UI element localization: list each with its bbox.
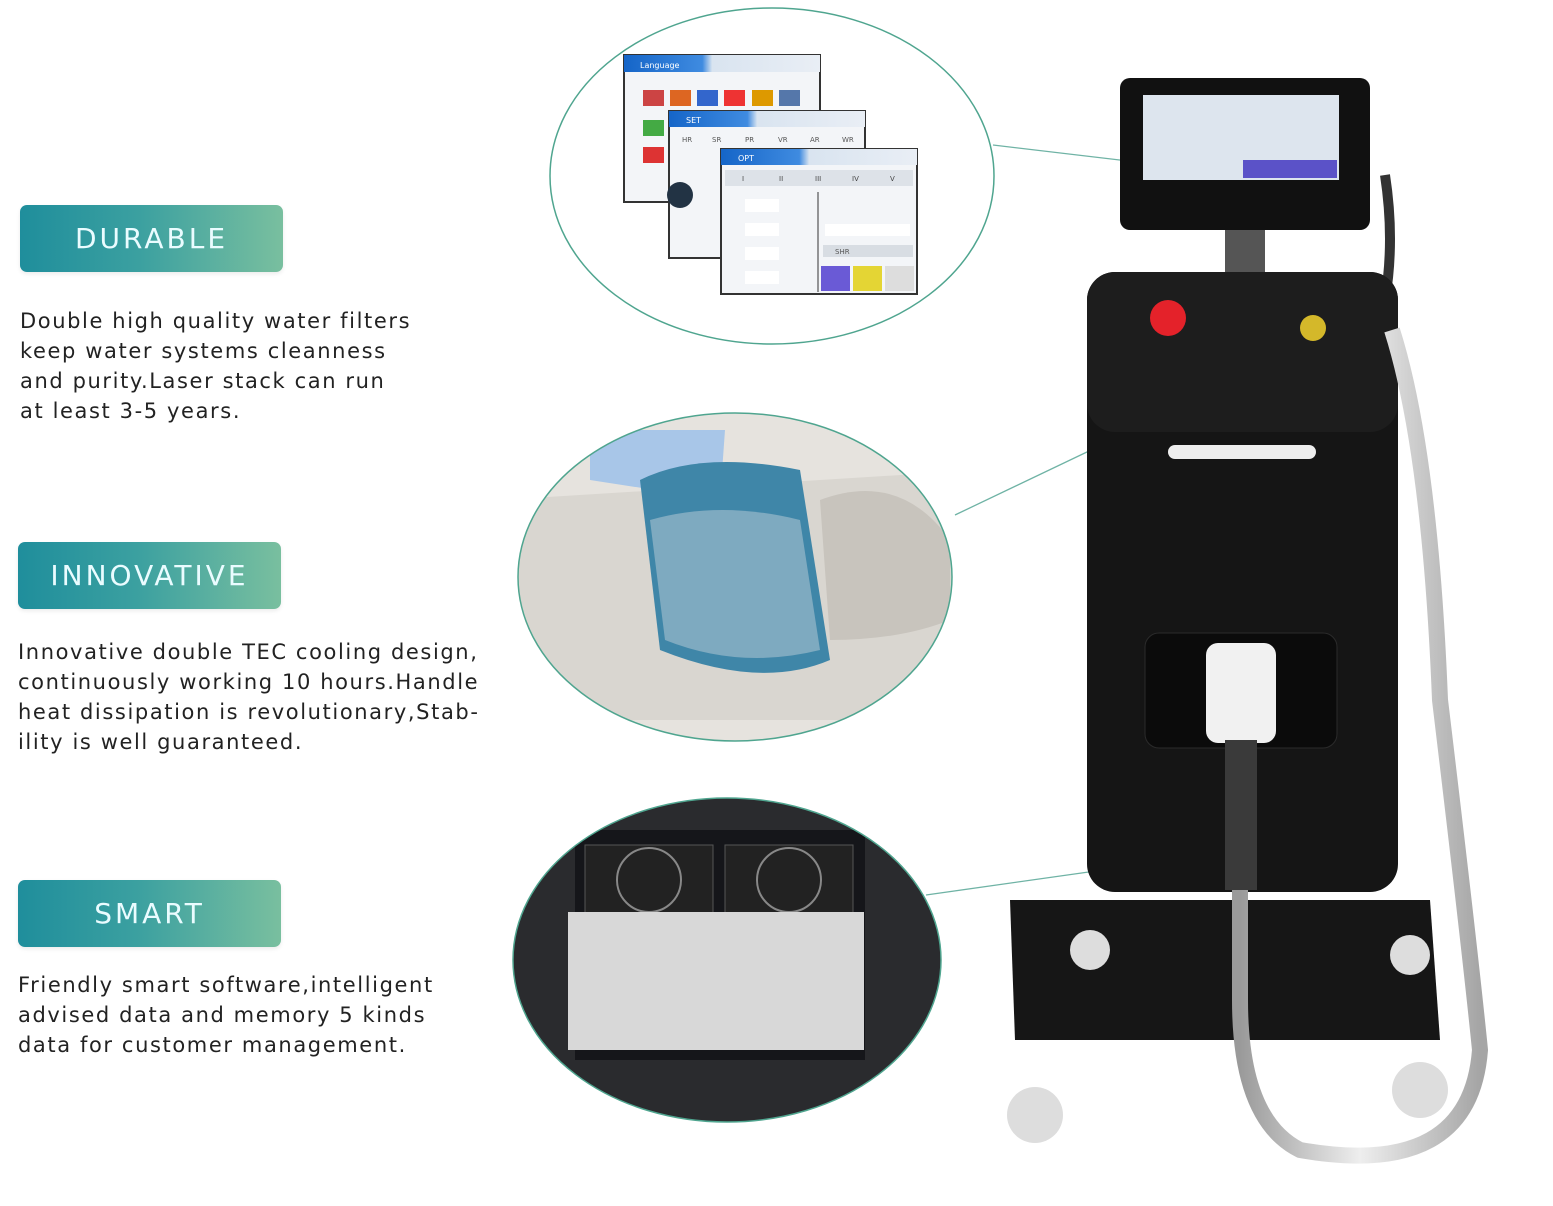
smart-badge: SMART bbox=[18, 880, 281, 947]
svg-text:III: III bbox=[815, 175, 821, 183]
svg-text:V: V bbox=[890, 175, 895, 183]
svg-text:SR: SR bbox=[712, 136, 721, 144]
svg-text:PR: PR bbox=[745, 136, 754, 144]
innovative-badge: INNOVATIVE bbox=[18, 542, 281, 609]
opt-window-title: OPT bbox=[738, 154, 754, 163]
svg-text:I: I bbox=[742, 175, 744, 183]
svg-text:SHR: SHR bbox=[835, 248, 850, 256]
svg-text:IV: IV bbox=[852, 175, 859, 183]
emergency-stop-button bbox=[1150, 300, 1186, 336]
key-switch bbox=[1300, 315, 1326, 341]
durable-description: Double high quality water filters keep w… bbox=[20, 309, 412, 423]
svg-text:HR: HR bbox=[682, 136, 692, 144]
handpiece bbox=[1206, 643, 1276, 743]
smart-description: Friendly smart software,intelligent advi… bbox=[18, 973, 434, 1057]
svg-text:AR: AR bbox=[810, 136, 820, 144]
cooling-handpiece-callout bbox=[517, 412, 953, 742]
durable-badge: DURABLE bbox=[20, 205, 283, 272]
svg-text:VR: VR bbox=[778, 136, 788, 144]
innovative-description: Innovative double TEC cooling design, co… bbox=[18, 640, 480, 754]
set-window-title: SET bbox=[686, 116, 701, 125]
language-window-title: Language bbox=[640, 61, 680, 70]
svg-text:WR: WR bbox=[842, 136, 854, 144]
cooling-module-callout bbox=[512, 797, 942, 1123]
svg-text:II: II bbox=[779, 175, 783, 183]
laser-machine bbox=[1007, 78, 1489, 1164]
